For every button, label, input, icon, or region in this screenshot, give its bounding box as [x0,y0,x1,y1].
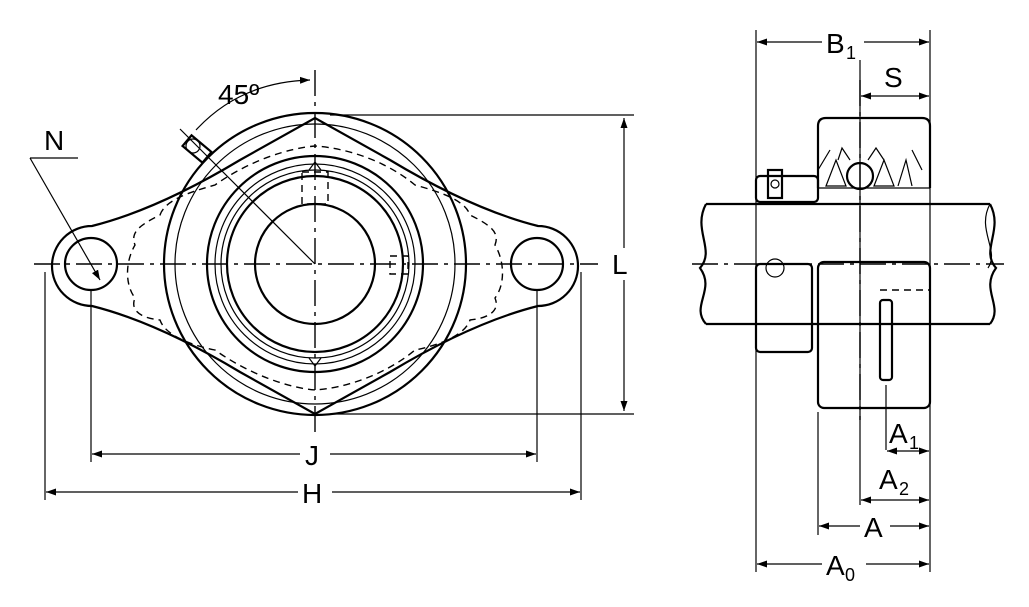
hidden-contour [126,145,504,391]
j-label: J [305,440,319,471]
grease-fitting [180,133,214,165]
h-label: H [302,478,322,509]
l-label: L [612,249,628,280]
b1-subscript: 1 [846,43,856,63]
angle-label: 45º [218,79,259,110]
set-screw-right [389,255,409,275]
a-label: A [864,512,883,543]
locking-collar [754,174,820,204]
a0-subscript: 0 [845,565,855,585]
a2-label: A [879,464,898,495]
front-view: 45º N L J H [29,70,638,509]
shaft [706,202,990,326]
a0-label: A [826,550,845,581]
a1-label: A [889,418,908,449]
n-label: N [44,125,64,156]
b1-label: B [826,28,845,59]
flange-body-side [816,260,932,410]
a1-subscript: 1 [909,433,919,453]
side-view: B 1 S A 1 A 2 A A 0 [692,26,1004,585]
s-label: S [884,62,903,93]
a2-subscript: 2 [899,479,909,499]
flange-outline [50,116,580,416]
